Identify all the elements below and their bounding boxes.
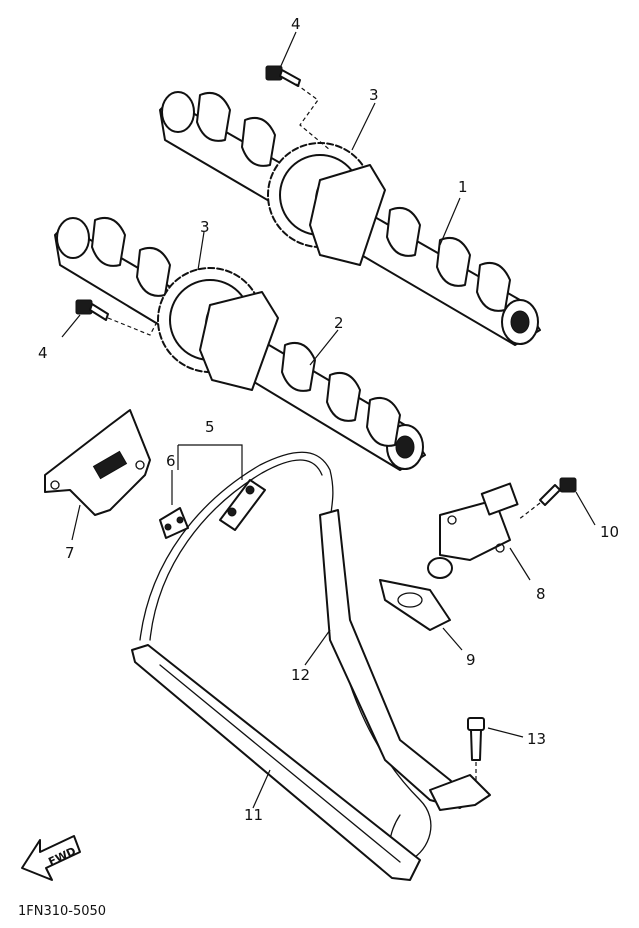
callout-4-upper: 4 <box>291 15 301 33</box>
callout-10: 10 <box>600 523 619 541</box>
callout-12: 12 <box>291 666 310 684</box>
callout-7: 7 <box>65 544 75 562</box>
bolt-upper <box>265 65 301 87</box>
guide-bolt <box>467 717 485 761</box>
callout-4-lower: 4 <box>38 344 48 362</box>
tensioner-bolt <box>539 477 577 506</box>
bolt-lower <box>75 299 109 321</box>
callout-11: 11 <box>244 806 263 824</box>
callout-2: 2 <box>334 314 344 332</box>
forward-arrow-icon: FWD <box>21 835 81 881</box>
chain-guide-exhaust <box>131 644 421 881</box>
chain-guide-intake <box>319 509 491 811</box>
chain-guide-bracket <box>44 409 151 516</box>
chain-joint-link <box>159 507 189 539</box>
tensioner-gasket <box>379 579 451 631</box>
chain-tensioner <box>427 482 519 579</box>
callout-1: 1 <box>458 178 468 196</box>
callout-6: 6 <box>166 452 176 470</box>
callout-8: 8 <box>536 585 546 603</box>
callout-3-upper: 3 <box>369 86 379 104</box>
figure-code: 1FN310-5050 <box>18 904 106 919</box>
camshaft-cap-lower <box>199 291 279 391</box>
callout-9: 9 <box>466 651 476 669</box>
callout-3-lower: 3 <box>200 218 210 236</box>
timing-chain <box>139 451 432 861</box>
callout-13: 13 <box>527 730 546 748</box>
chain-joint-master-link <box>219 479 266 531</box>
camshaft-cap-upper <box>309 164 386 266</box>
callout-5: 5 <box>205 418 215 436</box>
